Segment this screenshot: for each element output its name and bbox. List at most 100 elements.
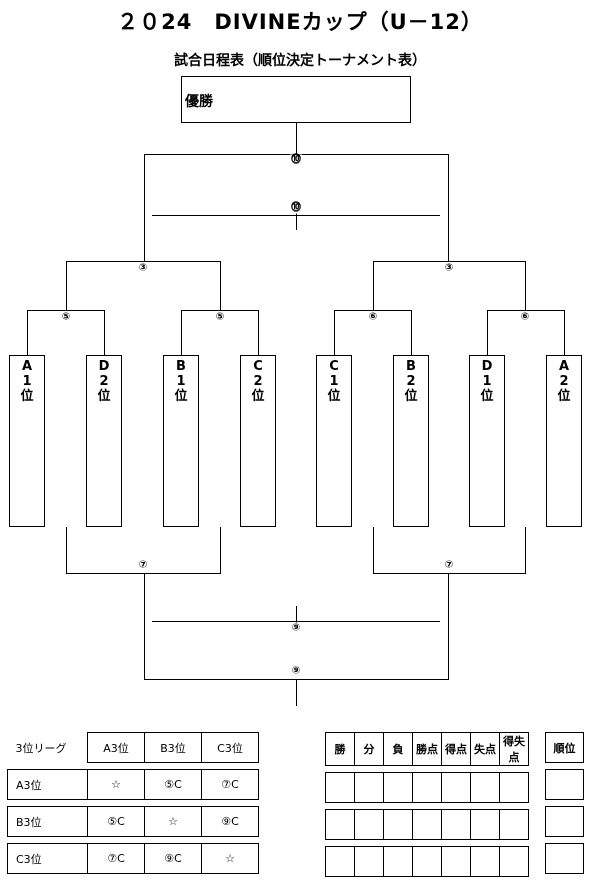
bracket-line	[144, 573, 145, 680]
bracket-line	[258, 310, 259, 355]
winner-box: 優勝	[181, 76, 411, 123]
results-cell	[325, 809, 355, 840]
bracket-line	[181, 310, 182, 355]
bracket-line	[181, 310, 259, 311]
results-cell	[412, 772, 442, 803]
league-cell: ⑤C	[87, 806, 145, 837]
match-number: ③	[137, 262, 149, 274]
results-cell	[383, 846, 413, 877]
results-cell	[412, 809, 442, 840]
bracket-line	[27, 310, 105, 311]
bracket-line	[334, 310, 412, 311]
results-cell	[499, 772, 529, 803]
match-number: ③	[443, 262, 455, 274]
results-col-header: 分	[354, 732, 384, 766]
bracket-line	[487, 310, 488, 355]
results-col-header: 負	[383, 732, 413, 766]
league-table: 3位リーグ A3位 B3位 C3位 A3位 ☆ ⑤C ⑦C B3位 ⑤C ☆ ⑨…	[7, 732, 259, 874]
results-table: 勝 分 負 勝点 得点 失点 得失点	[325, 732, 529, 877]
bracket-line	[144, 154, 145, 261]
league-cell: ☆	[144, 806, 202, 837]
results-cell	[470, 772, 500, 803]
bracket-line	[296, 606, 297, 632]
league-cell: ☆	[201, 843, 259, 874]
results-col-header: 勝	[325, 732, 355, 766]
match-number: ⑤	[214, 311, 226, 323]
league-cell: ⑨C	[201, 806, 259, 837]
results-cell	[441, 772, 471, 803]
rank-cell	[545, 843, 584, 874]
bracket-line	[487, 310, 565, 311]
results-col-header: 得失点	[499, 732, 529, 766]
results-cell	[383, 772, 413, 803]
league-cell: ⑦C	[87, 843, 145, 874]
match-number: ⑦	[443, 559, 455, 571]
results-cell	[325, 846, 355, 877]
bracket-line	[296, 123, 297, 155]
bracket-line	[373, 261, 526, 262]
page-subtitle: 試合日程表（順位決定トーナメント表）	[174, 53, 426, 69]
match-number: ⑦	[137, 559, 149, 571]
bracket-line	[296, 204, 297, 230]
bracket-line	[66, 261, 221, 262]
bracket-line	[373, 261, 374, 311]
results-cell	[325, 772, 355, 803]
results-col-header: 得点	[441, 732, 471, 766]
bracket-line	[220, 261, 221, 311]
bracket-line	[27, 310, 28, 355]
match-number: ⑤	[60, 311, 72, 323]
results-col-header: 勝点	[412, 732, 442, 766]
results-cell	[441, 809, 471, 840]
match-number: ⑥	[367, 311, 379, 323]
results-cell	[354, 809, 384, 840]
bracket-line	[373, 573, 526, 574]
league-col-header: B3位	[144, 732, 202, 763]
bracket-line	[525, 261, 526, 311]
results-cell	[354, 846, 384, 877]
results-cell	[470, 846, 500, 877]
rank-table: 順位	[545, 732, 584, 874]
league-col-header: A3位	[87, 732, 145, 763]
results-cell	[354, 772, 384, 803]
results-cell	[470, 809, 500, 840]
results-cell	[499, 846, 529, 877]
bracket-line	[296, 679, 297, 706]
bracket-line	[66, 573, 221, 574]
bracket-line	[448, 154, 449, 261]
league-header-label: 3位リーグ	[15, 741, 67, 755]
league-col-header: C3位	[201, 732, 259, 763]
league-row-header: B3位	[7, 806, 88, 837]
bracket-line	[411, 310, 412, 355]
results-cell	[412, 846, 442, 877]
bracket-line	[104, 310, 105, 355]
bracket-line	[66, 527, 67, 574]
match-number: ⓾	[290, 202, 302, 214]
league-cell: ☆	[87, 769, 145, 800]
bracket-line	[66, 261, 67, 311]
results-cell	[383, 809, 413, 840]
match-number: ⑨	[290, 665, 302, 677]
page-title: ２０24 DIVINEカップ（U－12）	[117, 10, 483, 34]
league-row-header: A3位	[7, 769, 88, 800]
bracket-line	[448, 573, 449, 680]
league-cell: ⑤C	[144, 769, 202, 800]
bracket-line	[220, 527, 221, 574]
bracket-line	[564, 310, 565, 355]
match-number: ⑥	[519, 311, 531, 323]
bracket-line	[334, 310, 335, 355]
rank-cell	[545, 769, 584, 800]
rank-header: 順位	[545, 732, 584, 763]
results-cell	[441, 846, 471, 877]
bracket-line	[525, 527, 526, 574]
match-number: ⑨	[290, 622, 302, 634]
league-cell: ⑦C	[201, 769, 259, 800]
league-cell: ⑨C	[144, 843, 202, 874]
league-row-header: C3位	[7, 843, 88, 874]
